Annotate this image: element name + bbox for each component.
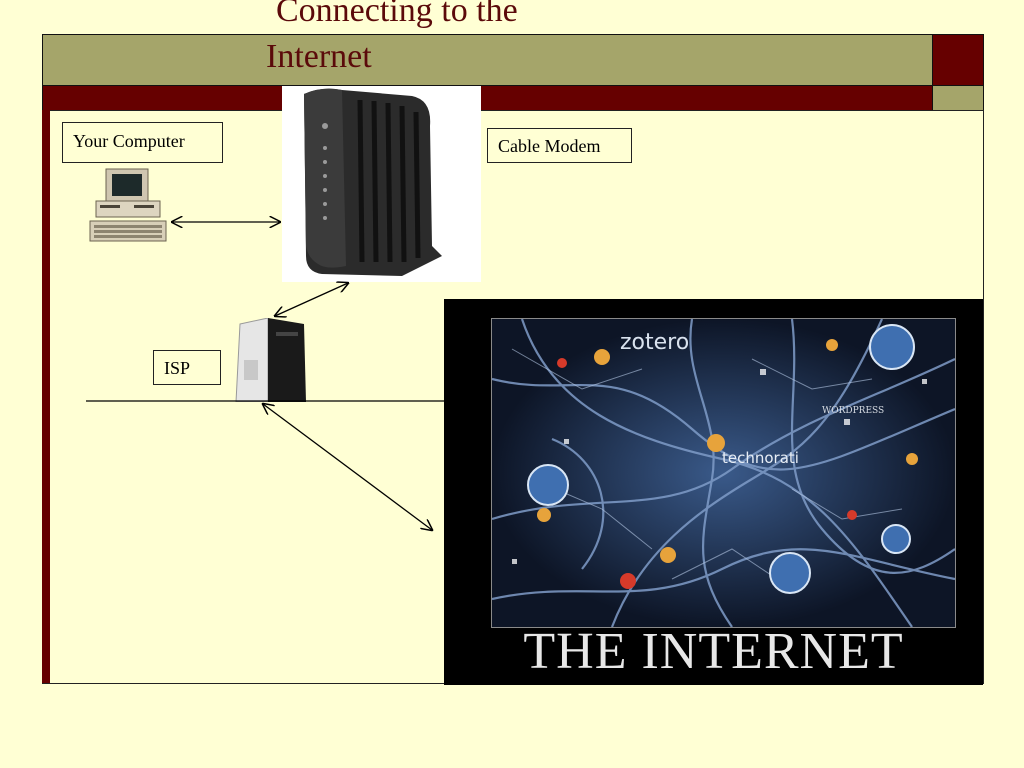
- internet-network-graphic: zotero technorati WORDPRESS: [491, 318, 956, 628]
- technorati-logo-text: technorati: [722, 449, 799, 467]
- wordpress-logo-text: WORDPRESS: [822, 406, 884, 416]
- cable-modem-label: Cable Modem: [487, 128, 632, 163]
- isp-label: ISP: [153, 350, 221, 385]
- internet-caption: THE INTERNET: [523, 623, 904, 680]
- slide-title-line-2: Internet: [266, 38, 372, 75]
- left-stripe: [42, 110, 50, 683]
- server-icon: [232, 317, 308, 403]
- computer-icon: [86, 165, 170, 247]
- cable-modem-icon: [282, 86, 481, 282]
- header-accent-block: [932, 85, 984, 112]
- slide-title-line-1: Connecting to the: [276, 0, 518, 29]
- header-band: [42, 85, 934, 112]
- zotero-logo-text: zotero: [620, 330, 689, 355]
- title-bar: [42, 34, 934, 86]
- title-accent-block: [932, 34, 984, 86]
- your-computer-label: Your Computer: [62, 122, 223, 163]
